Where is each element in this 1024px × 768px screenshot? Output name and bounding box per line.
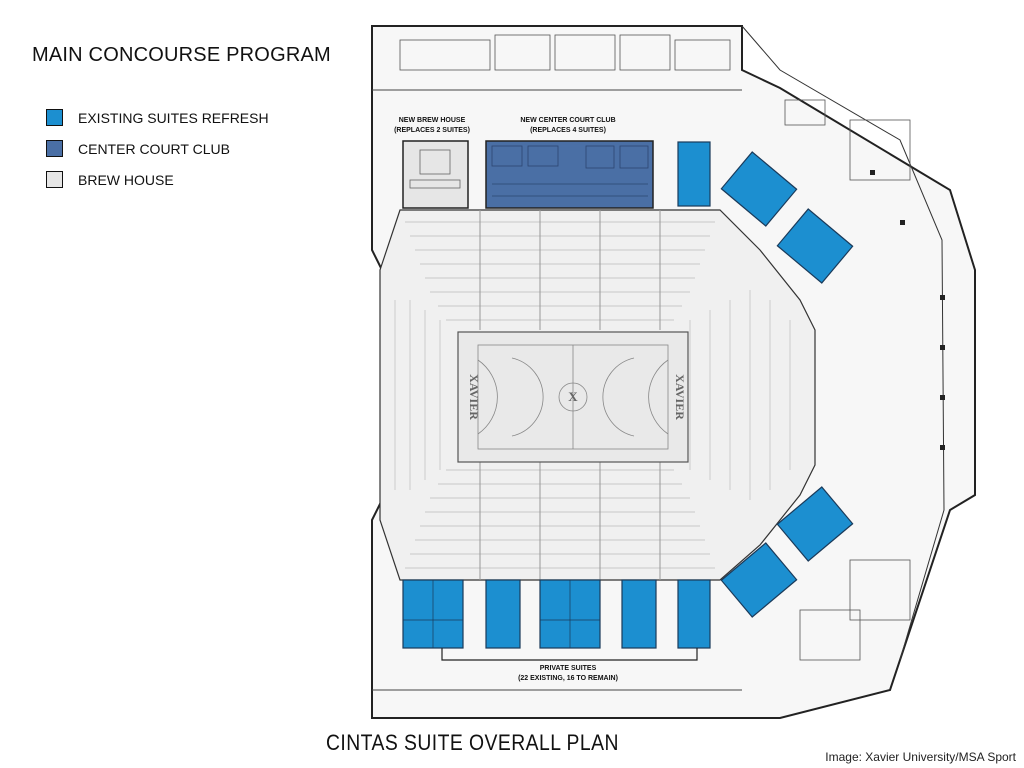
suite-dividers: [403, 580, 600, 648]
center-court-club: [485, 140, 654, 209]
legend-item-existing-suites: EXISTING SUITES REFRESH: [46, 102, 269, 133]
legend-swatch-existing-suites: [46, 109, 63, 126]
private-suites-sublabel: (22 EXISTING, 16 TO REMAIN): [518, 675, 618, 682]
legend-swatch-brew-house: [46, 171, 63, 188]
brew-house-sublabel: (REPLACES 2 SUITES): [394, 127, 470, 134]
brew-house-label: NEW BREW HOUSE: [399, 117, 466, 124]
center-club-label: NEW CENTER COURT CLUB: [520, 117, 615, 124]
seating-rows-bottom: [405, 469, 715, 569]
legend-label: BREW HOUSE: [78, 171, 174, 188]
private-suites-label: PRIVATE SUITES: [540, 665, 597, 672]
right-facade: [741, 25, 945, 661]
court-text-right: XAVIER: [673, 374, 687, 420]
basketball-court: XAVIER XAVIER X: [457, 331, 689, 463]
legend-item-center-court-club: CENTER COURT CLUB: [46, 133, 269, 164]
legend-label: EXISTING SUITES REFRESH: [78, 109, 269, 126]
brew-house: [402, 140, 469, 209]
legend-item-brew-house: BREW HOUSE: [46, 164, 269, 195]
exterior-columns: [870, 170, 945, 450]
court-text-left: XAVIER: [467, 374, 481, 420]
seating-rows-sides: [394, 290, 791, 500]
legend-swatch-center-court-club: [46, 140, 63, 157]
existing-suites-right-lower: [720, 486, 854, 618]
center-club-sublabel: (REPLACES 4 SUITES): [530, 127, 606, 134]
image-credit: Image: Xavier University/MSA Sport: [825, 750, 1016, 764]
aisles: [479, 210, 661, 580]
page-title: MAIN CONCOURSE PROGRAM: [32, 44, 331, 66]
private-suites-bracket: [441, 648, 698, 661]
center-court-logo: X: [568, 389, 578, 404]
top-service-rooms: [399, 34, 911, 661]
existing-suites-top: [677, 141, 854, 284]
plan-title: CINTAS SUITE OVERALL PLAN: [326, 730, 619, 755]
legend: EXISTING SUITES REFRESH CENTER COURT CLU…: [46, 102, 269, 195]
legend-label: CENTER COURT CLUB: [78, 140, 230, 157]
